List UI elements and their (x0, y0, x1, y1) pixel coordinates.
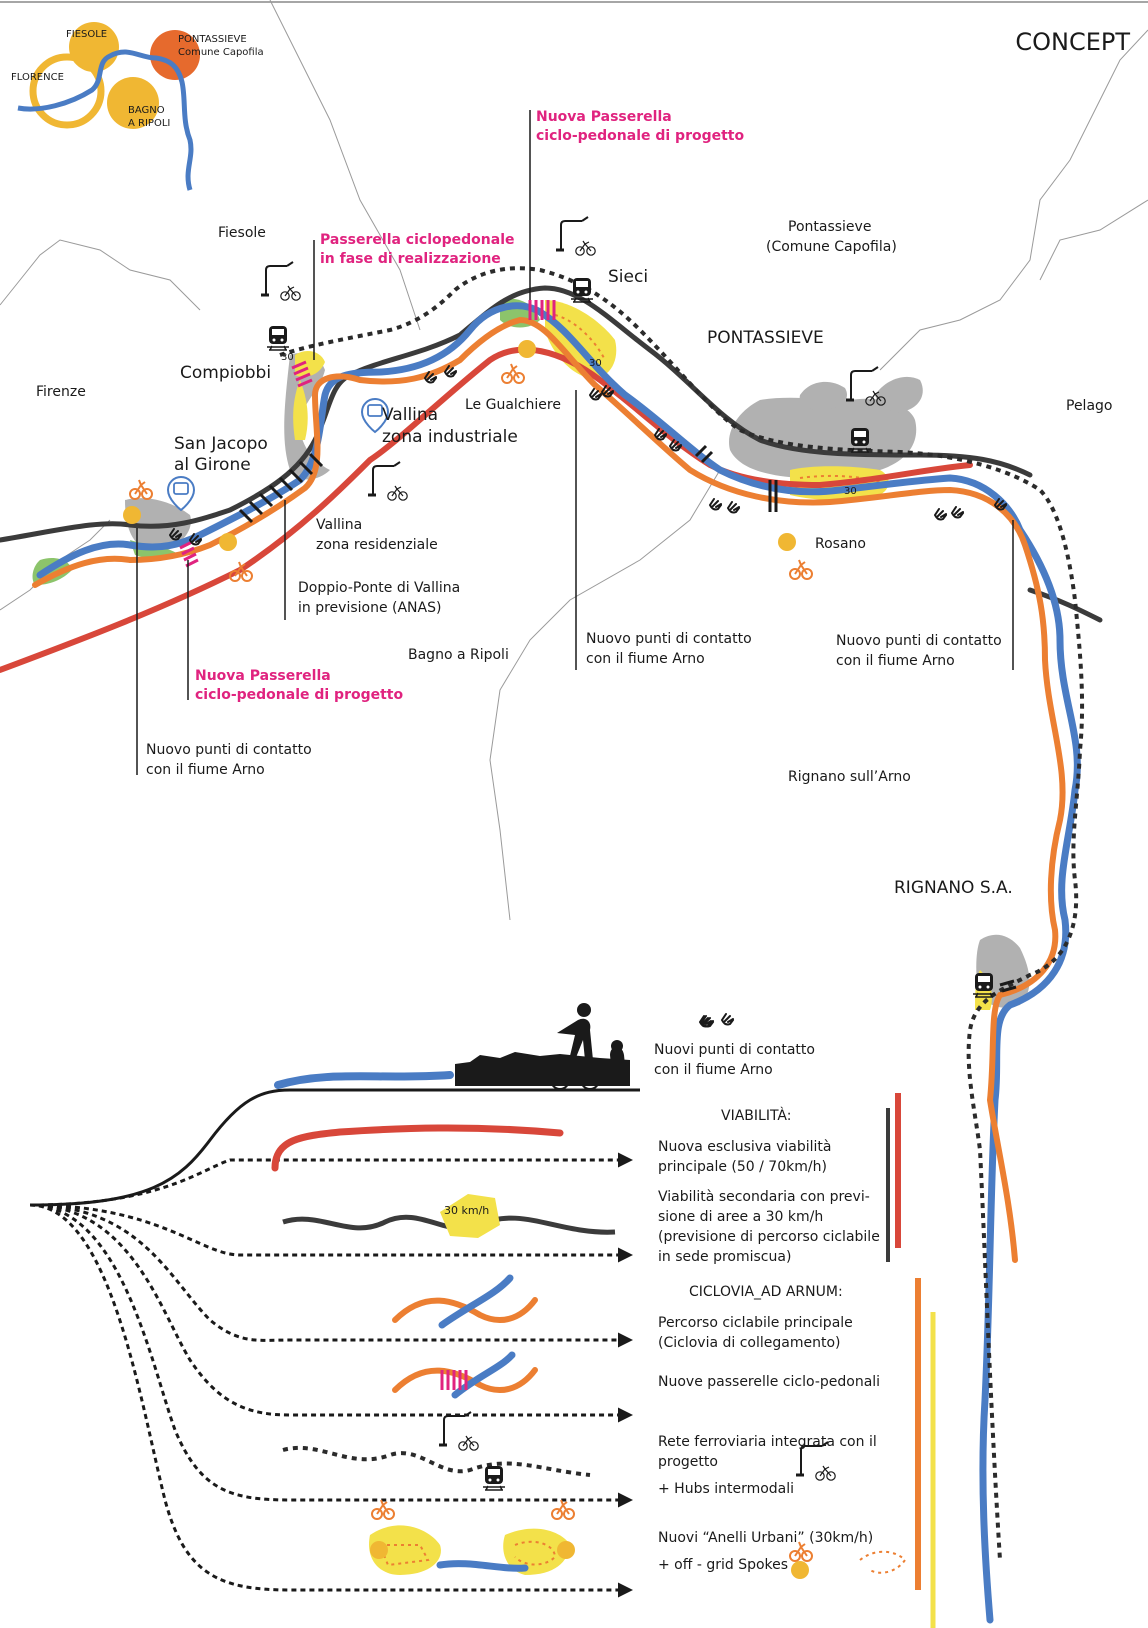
speed-30-compiobbi: 30 (281, 352, 294, 363)
off-grid-spokes (123, 340, 813, 582)
inset-fiesole: FIESOLE (66, 29, 108, 40)
legend-hubs: + Hubs intermodali (658, 1481, 795, 1497)
road-bridges (238, 444, 1017, 993)
legend-principale-2: principale (50 / 70km/h) (658, 1159, 827, 1175)
callout-passerella-real-1: Passerella ciclopedonale (320, 232, 515, 248)
legend-secondaria-1: Viabilità secondaria con previ- (658, 1189, 870, 1205)
callout-doppio-1: Doppio-Ponte di Vallina (298, 580, 461, 596)
place-pontassieve-upper: PONTASSIEVE (707, 328, 824, 348)
legend-passerelle: Nuove passerelle ciclo-pedonali (658, 1374, 881, 1390)
callout-nuova-left-1: Nuova Passerella (195, 668, 331, 684)
callout-contatto-c-1: Nuovo punti di contatto (836, 633, 1002, 649)
callout-contatto-b-2: con il fiume Arno (586, 651, 705, 667)
speed-30-sieci: 30 (589, 358, 602, 369)
place-rignano-sull-arno: Rignano sull’Arno (788, 769, 911, 785)
place-rignano-upper: RIGNANO S.A. (894, 878, 1013, 898)
speed-30-pontassieve: 30 (844, 486, 857, 497)
place-san-jacopo-2: al Girone (174, 455, 251, 475)
place-vallina-res-1: Vallina (316, 517, 363, 533)
inset-map (17, 22, 200, 191)
legend-ciclabile-2: (Ciclovia di collegamento) (658, 1335, 841, 1351)
inset-bagno-1: BAGNO (128, 105, 165, 116)
legend-secondaria-2: sione di aree a 30 km/h (658, 1209, 824, 1225)
place-vallina-ind-2: zona industriale (382, 427, 518, 447)
callout-lines (136, 110, 1014, 775)
place-pontassieve-1: Pontassieve (788, 219, 872, 235)
callout-contatto-b-1: Nuovo punti di contatto (586, 631, 752, 647)
legend-speed-badge: 30 km/h (444, 1204, 490, 1217)
legend-ferrovia-2: progetto (658, 1454, 718, 1470)
callout-passerella-real-2: in fase di realizzazione (320, 251, 501, 267)
callout-contatto-a-1: Nuovo punti di contatto (146, 742, 312, 758)
place-bagno-a-ripoli: Bagno a Ripoli (408, 647, 509, 663)
place-san-jacopo-1: San Jacopo (174, 434, 268, 454)
inset-pontassieve: PONTASSIEVE (178, 34, 247, 45)
legend-ciclabile-1: Percorso ciclabile principale (658, 1315, 853, 1331)
inset-bagno-2: A RIPOLI (128, 118, 171, 129)
callout-nuova-top-1: Nuova Passerella (536, 109, 672, 125)
place-firenze: Firenze (36, 384, 86, 400)
page-title: CONCEPT (1015, 28, 1130, 56)
arno-river (36, 302, 1081, 1624)
callout-contatto-a-2: con il fiume Arno (146, 762, 265, 778)
municipal-borders (0, 0, 1148, 921)
legend-ferrovia-1: Rete ferroviaria integrata con il (658, 1434, 877, 1450)
railway (279, 266, 1085, 1561)
footbridges (179, 300, 556, 568)
place-sieci: Sieci (608, 267, 649, 287)
legend-ciclovia-heading: CICLOVIA_AD ARNUM: (689, 1284, 843, 1300)
place-vallina-res-2: zona residenziale (316, 537, 438, 553)
callout-contatto-c-2: con il fiume Arno (836, 653, 955, 669)
place-pontassieve-2: (Comune Capofila) (766, 239, 897, 255)
legend-contatto-1: Nuovi punti di contatto (654, 1042, 815, 1058)
callout-nuova-top-2: ciclo-pedonale di progetto (536, 128, 745, 144)
place-le-gualchiere: Le Gualchiere (465, 397, 561, 413)
place-pelago: Pelago (1066, 398, 1113, 414)
place-fiesole: Fiesole (218, 225, 266, 241)
place-rosano: Rosano (815, 536, 866, 552)
inset-capofila: Comune Capofila (178, 47, 264, 58)
legend-secondaria-3: (previsione di percorso ciclabile (658, 1229, 880, 1245)
cycle-route (32, 316, 1066, 1263)
legend-diagram (29, 1003, 936, 1628)
legend-anelli-1: Nuovi “Anelli Urbani” (30km/h) (658, 1530, 874, 1546)
place-compiobbi: Compiobbi (180, 363, 272, 383)
legend-contatto-2: con il fiume Arno (654, 1062, 773, 1078)
bus-stops (166, 398, 390, 512)
legend-viabilita-heading: VIABILITÀ: (721, 1108, 792, 1124)
main-road (0, 346, 973, 673)
legend-secondaria-4: in sede promiscua) (658, 1249, 792, 1265)
callout-nuova-left-2: ciclo-pedonale di progetto (195, 687, 404, 703)
legend-anelli-2: + off - grid Spokes (658, 1557, 789, 1573)
inset-florence: FLORENCE (11, 72, 64, 83)
place-vallina-ind-1: Vallina (382, 405, 439, 425)
callout-doppio-2: in previsione (ANAS) (298, 600, 442, 616)
legend-principale-1: Nuova esclusiva viabilità (658, 1139, 832, 1155)
